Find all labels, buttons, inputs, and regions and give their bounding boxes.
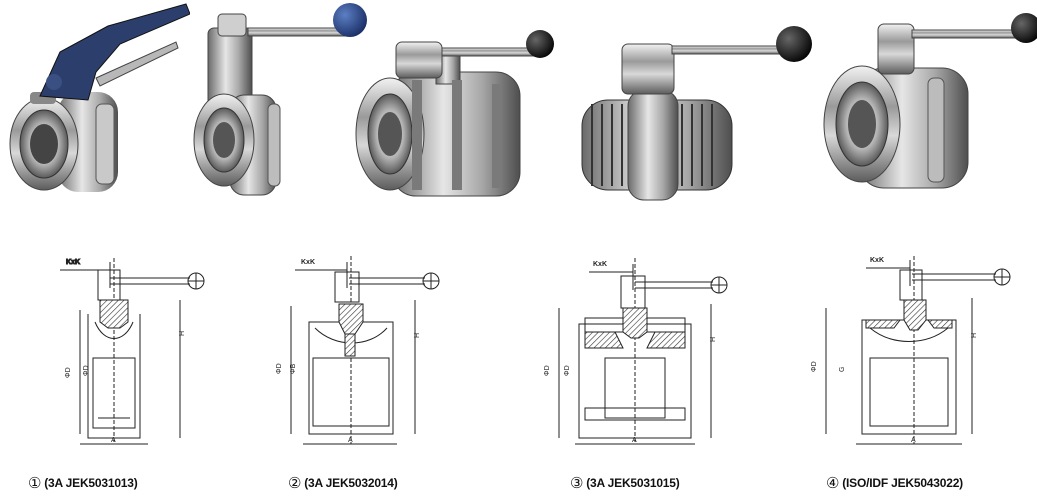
dimension-kxk-label: KxK (870, 257, 884, 264)
valve-photo-5 (823, 13, 1037, 189)
dimension-outer-label: ΦD (544, 365, 551, 376)
dimension-outer-label: ΦD (65, 367, 72, 378)
dimension-width-label: A (632, 437, 637, 444)
dimension-kxk-label: KxK (301, 259, 315, 266)
valve-drawing-3: KxK ΦD ΦD H A (544, 258, 728, 445)
valve-caption-1: ①(3A JEK5031013) (28, 474, 138, 492)
dimension-inner-label: G (839, 367, 846, 372)
valve-drawing-1: KxK ΦD ΦD H A (60, 258, 205, 445)
caption-number: ④ (826, 475, 840, 492)
caption-text: (ISO/IDF JEK5043022) (842, 476, 963, 490)
caption-text: (3A JEK5032014) (304, 476, 398, 490)
dimension-width-label: A (911, 437, 916, 444)
dimension-inner-label: ΦD (564, 365, 571, 376)
valve-photo-2 (193, 3, 367, 196)
dimension-inner-label: ΦD (83, 365, 90, 376)
dimension-outer-label: ΦD (811, 361, 818, 372)
caption-text: (3A JEK5031013) (44, 476, 138, 490)
caption-text: (3A JEK5031015) (586, 476, 680, 490)
dimension-height-label: H (179, 331, 186, 336)
caption-number: ② (288, 475, 302, 492)
dimension-kxk-label: KxK (66, 259, 80, 266)
valve-caption-3: ③(3A JEK5031015) (570, 474, 680, 492)
valve-drawing-2: KxK ΦD ΦB H A (276, 256, 440, 445)
dimension-height-label: H (971, 333, 978, 338)
caption-number: ③ (570, 475, 584, 492)
dimension-height-label: H (414, 333, 421, 338)
dimension-height-label: H (710, 337, 717, 342)
valve-caption-4: ④(ISO/IDF JEK5043022) (826, 474, 963, 492)
dimension-width-label: A (348, 437, 353, 444)
valve-photo-4 (581, 26, 812, 201)
dimension-kxk-label: KxK (593, 261, 607, 268)
dimension-width-label: A (111, 437, 116, 444)
valve-drawing-4: KxK ΦD G H A (811, 256, 1011, 445)
dimension-inner-label: ΦB (290, 363, 297, 374)
valve-photo-3 (355, 30, 554, 197)
valve-photo-1 (9, 3, 190, 192)
dimension-outer-label: ΦD (276, 363, 283, 374)
valve-caption-2: ②(3A JEK5032014) (288, 474, 398, 492)
caption-number: ① (28, 475, 42, 492)
